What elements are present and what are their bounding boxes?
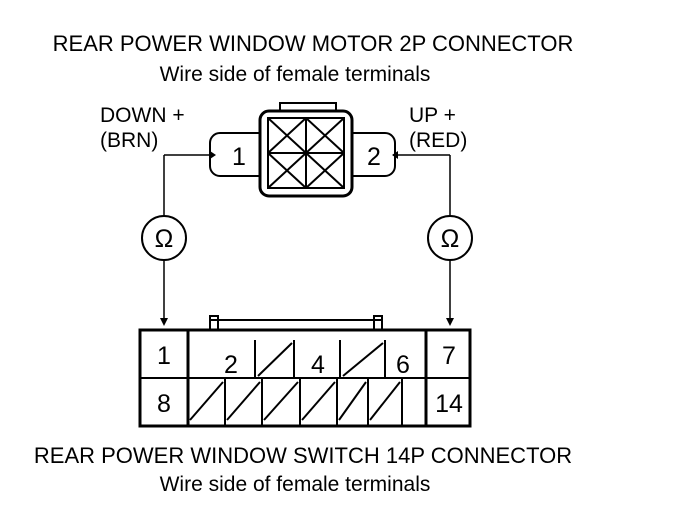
down-ohmmeter: Ω (141, 215, 187, 261)
motor-connector-subtitle: Wire side of female terminals (160, 63, 431, 86)
switch-pin-7: 7 (442, 342, 456, 370)
ohmmeter-right-symbol: Ω (441, 225, 460, 253)
switch-connector-title: REAR POWER WINDOW SWITCH 14P CONNECTOR (34, 443, 572, 468)
motor-pin-1: 1 (232, 143, 246, 171)
down-wire-color: (BRN) (100, 129, 158, 152)
ohmmeter-right-icon (427, 215, 473, 261)
up-ohmmeter: Ω (427, 215, 473, 261)
switch-pin-8: 8 (157, 390, 171, 418)
up-probe-lead (392, 151, 454, 326)
up-wire-label: UP + (409, 104, 456, 127)
switch-pin-1: 1 (157, 342, 171, 370)
switch-pin-14: 14 (435, 390, 463, 418)
switch-connector: 1 2 4 6 7 8 14 (138, 315, 472, 428)
motor-pin-2: 2 (367, 143, 381, 171)
up-wire-color: (RED) (409, 129, 467, 152)
switch-pin-6: 6 (396, 351, 410, 379)
switch-connector-subtitle: Wire side of female terminals (160, 473, 431, 496)
switch-pin-4: 4 (311, 351, 325, 379)
down-probe-lead (160, 151, 216, 326)
motor-connector-blocked-cavities (267, 117, 345, 189)
motor-connector-title: REAR POWER WINDOW MOTOR 2P CONNECTOR (53, 31, 574, 56)
ohmmeter-left-icon (141, 215, 187, 261)
switch-connector-unused-cavities (189, 342, 401, 421)
switch-pin-2: 2 (224, 351, 238, 379)
down-wire-label: DOWN + (100, 104, 185, 127)
motor-connector: 1 2 (209, 102, 396, 198)
ohmmeter-left-symbol: Ω (155, 225, 174, 253)
